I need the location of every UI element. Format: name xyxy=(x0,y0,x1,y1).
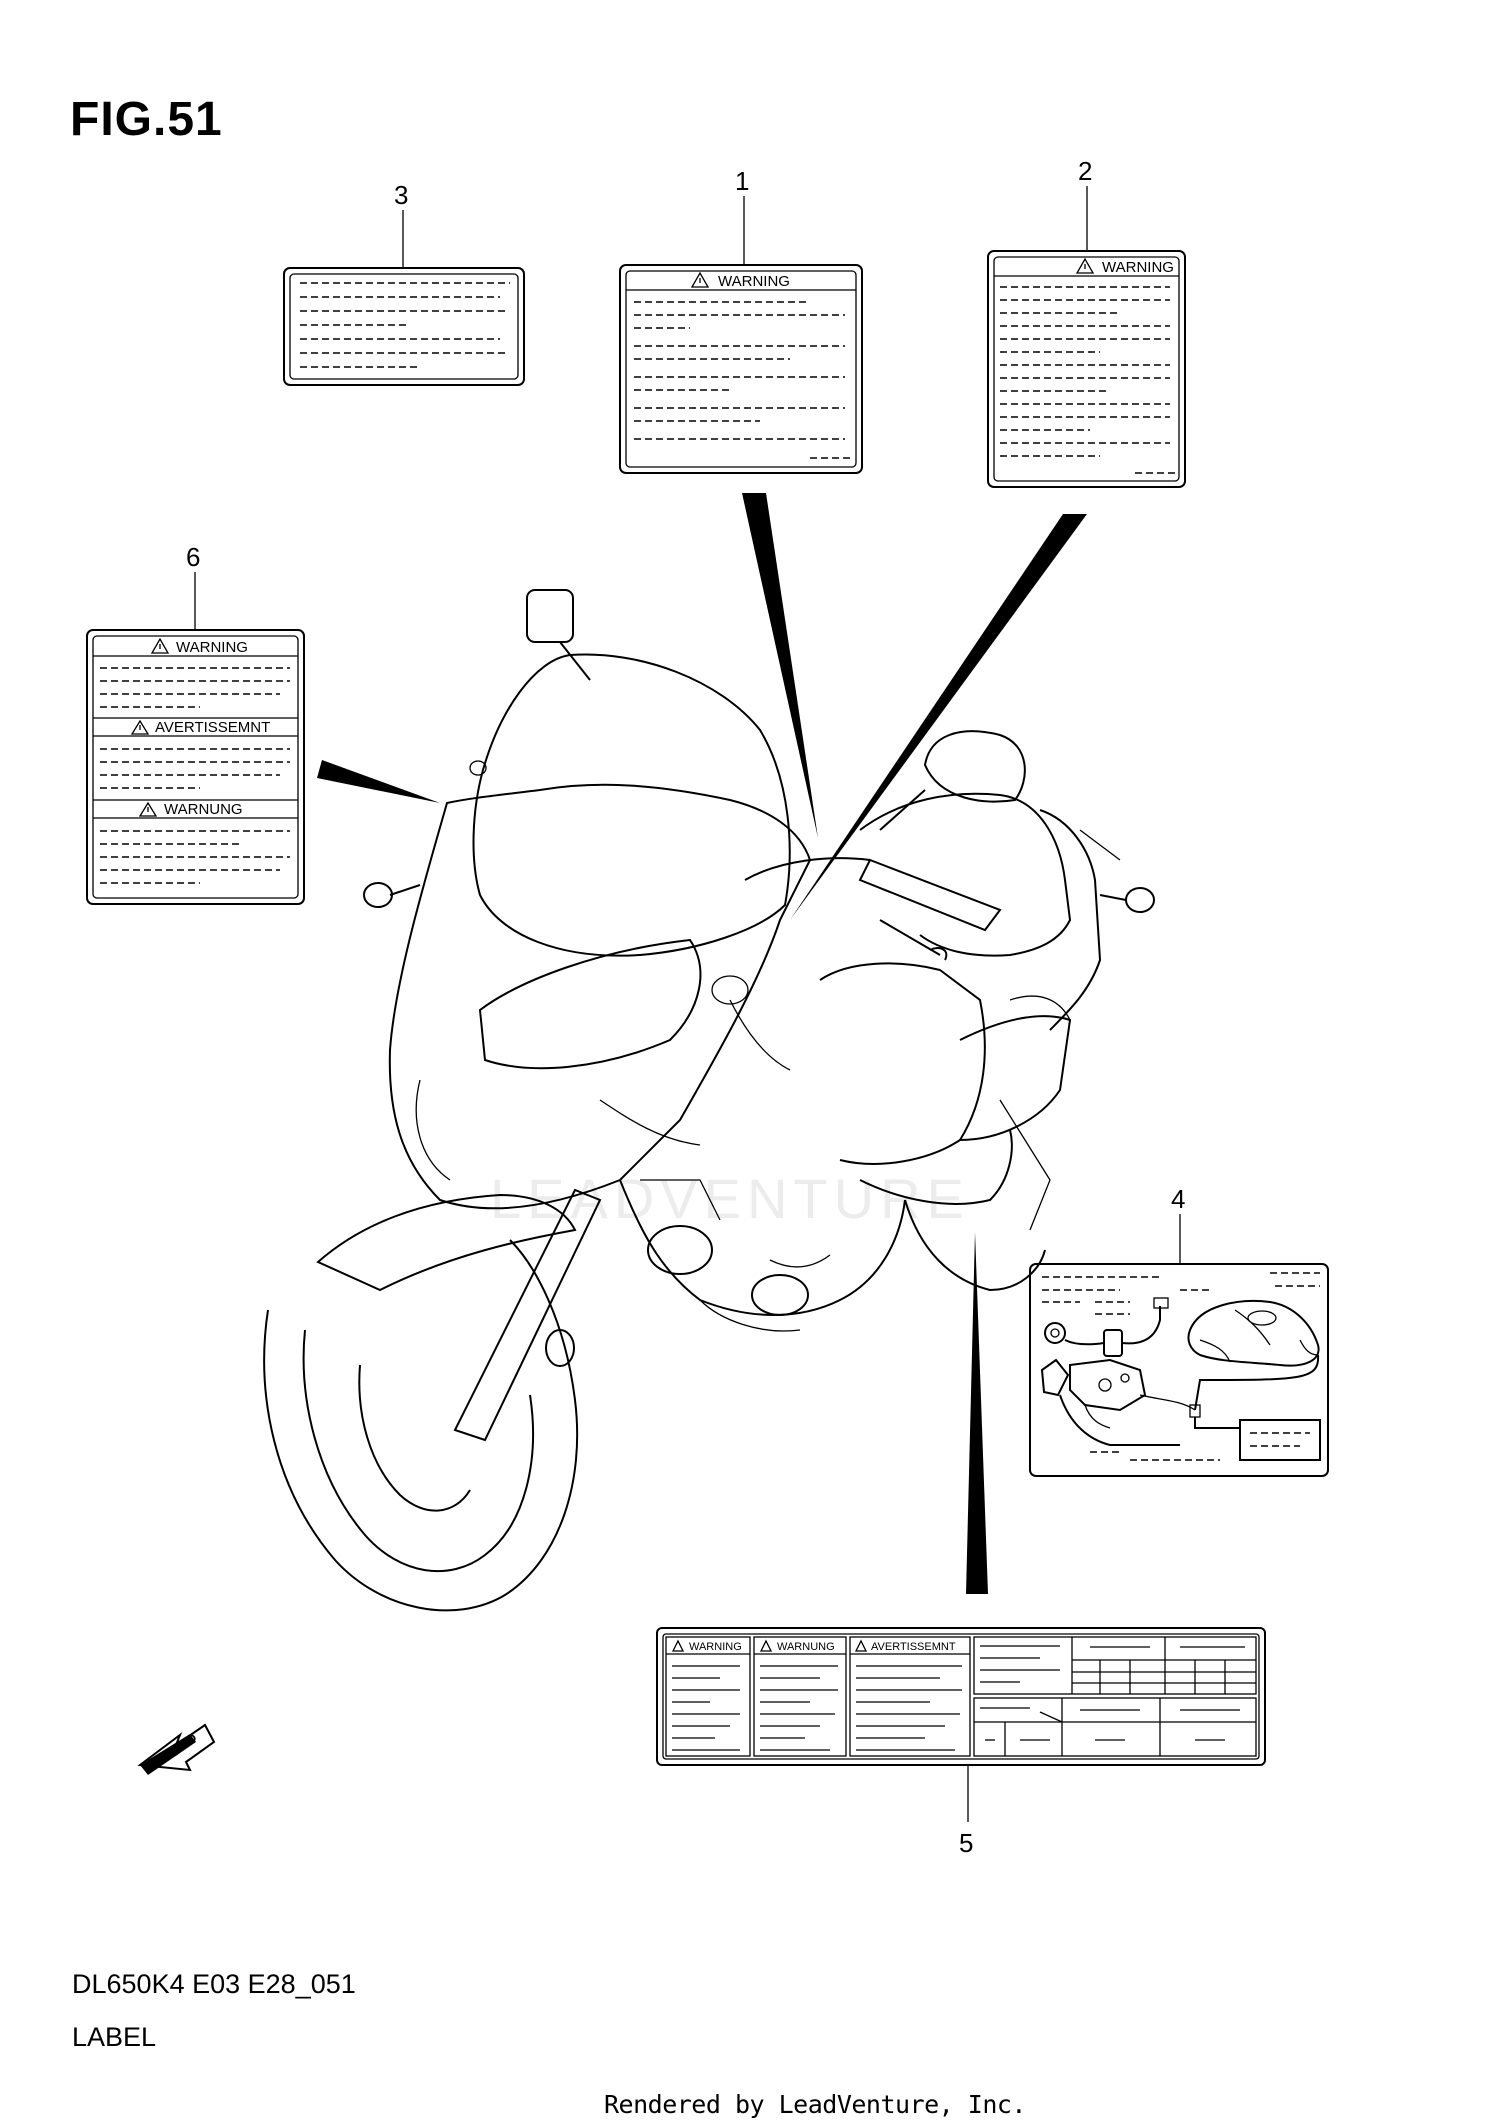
label-5-heading-2: WARNUNG xyxy=(777,1641,835,1653)
warning-triangle-icon xyxy=(854,1639,868,1652)
label-2[interactable]: WARNING xyxy=(987,250,1186,488)
warning-triangle-icon xyxy=(759,1639,773,1652)
label-6-heading-3: WARNUNG xyxy=(164,801,243,818)
label-5-heading-3: AVERTISSEMNT xyxy=(871,1641,956,1653)
label-5[interactable]: WARNING WARNUNG AVERTISSEMNT xyxy=(656,1627,1266,1766)
label-2-heading: WARNING xyxy=(1102,259,1174,276)
render-credit: Rendered by LeadVenture, Inc. xyxy=(604,2090,1027,2119)
callout-number-6: 6 xyxy=(186,542,200,572)
label-1-heading: WARNING xyxy=(718,273,790,290)
label-5-heading-1: WARNING xyxy=(689,1641,742,1653)
fwd-arrow-icon: FWD xyxy=(137,1723,216,1775)
model-code: DL650K4 E03 E28_051 xyxy=(72,1969,356,1999)
callout-number-2: 2 xyxy=(1078,156,1092,186)
callout-number-3: 3 xyxy=(394,180,408,210)
leader-pointers xyxy=(317,493,1087,1594)
warning-triangle-icon xyxy=(130,719,150,735)
label-6-heading-1: WARNING xyxy=(176,639,248,656)
label-6[interactable]: WARNING AVERTISSEMNT WARNUNG xyxy=(86,629,305,905)
figure-caption: LABEL xyxy=(72,2022,157,2052)
warning-triangle-icon xyxy=(150,637,170,654)
figure-title: FIG.51 xyxy=(70,93,223,146)
label-3[interactable] xyxy=(283,267,525,386)
warning-triangle-icon xyxy=(1075,257,1095,274)
motorcycle-outline xyxy=(263,589,1155,1612)
label-1[interactable]: WARNING xyxy=(619,264,863,474)
callout-number-4: 4 xyxy=(1171,1184,1185,1214)
warning-triangle-icon xyxy=(671,1639,685,1652)
callout-number-1: 1 xyxy=(735,166,749,196)
callout-number-5: 5 xyxy=(959,1828,973,1858)
warning-triangle-icon xyxy=(690,271,710,288)
label-6-heading-2: AVERTISSEMNT xyxy=(155,719,270,736)
label-4[interactable] xyxy=(1029,1263,1329,1477)
warning-triangle-icon xyxy=(138,801,158,817)
